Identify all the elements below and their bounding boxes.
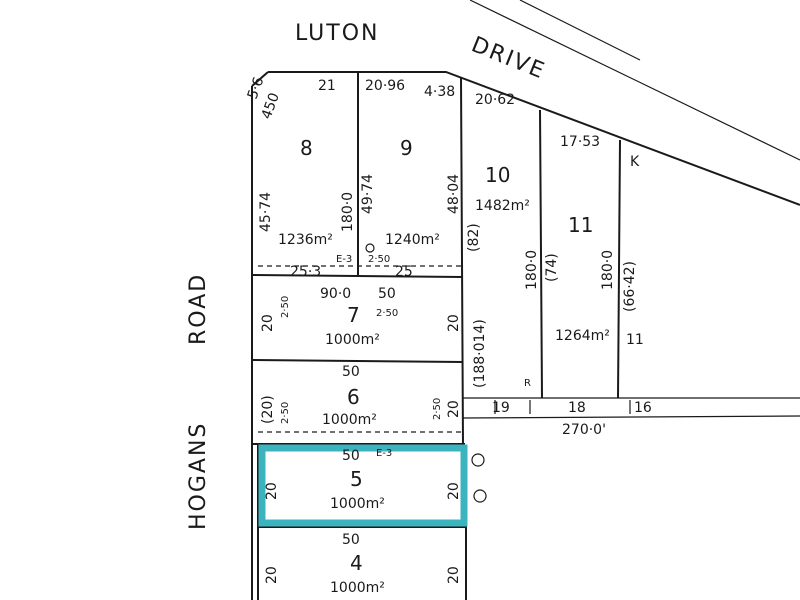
- dim-label: (20): [260, 395, 276, 424]
- dim-label: (82): [466, 223, 482, 252]
- dim-label: 25·3: [290, 264, 321, 280]
- dim-label: 2·50: [280, 296, 291, 318]
- dim-label: (188·014): [472, 319, 488, 388]
- dim-label: 90·0: [320, 286, 351, 302]
- dim-label: 20: [446, 314, 462, 332]
- dim-label: 20: [260, 314, 276, 332]
- drive-label: DRIVE: [468, 32, 549, 84]
- dim-label: (74): [544, 253, 560, 282]
- lots-10-11-rear-line-2: [462, 415, 800, 419]
- dim-label: 20·62: [475, 92, 515, 108]
- dim-label: 180·0: [600, 250, 616, 290]
- dim-label: 180·0: [524, 250, 540, 290]
- dim-label: 50: [342, 448, 360, 464]
- lot-6-area: 1000m²: [322, 412, 377, 428]
- boundary-lines: [251, 0, 800, 600]
- dim-label: 5·6: [245, 75, 268, 101]
- dim-label: 21: [318, 78, 336, 94]
- lot-8-area: 1236m²: [278, 232, 333, 248]
- lot-8-number: 8: [300, 136, 313, 160]
- dim-label: 25: [395, 264, 413, 280]
- dim-label: E-3: [336, 254, 352, 265]
- dim-label: 50: [342, 532, 360, 548]
- dim-label: 270·0': [562, 422, 606, 438]
- corner-truncation: [251, 71, 269, 87]
- dim-label: 180·0: [340, 192, 356, 232]
- dim-label: 20·96: [365, 78, 405, 94]
- luton-label: LUTON: [295, 21, 379, 46]
- lot-6-number: 6: [347, 385, 360, 409]
- road-label: ROAD: [186, 273, 211, 345]
- survey-mark: [471, 453, 485, 467]
- dim-label: 45·74: [258, 192, 274, 232]
- dim-label: 11: [626, 332, 644, 348]
- luton-drive-frontage: [268, 71, 800, 206]
- dim-label: 2·50: [432, 398, 443, 420]
- dim-label: 450: [259, 91, 283, 122]
- lot7-lot6-divider: [251, 359, 464, 363]
- dim-label: 17·53: [560, 134, 600, 150]
- dim-label: 20: [264, 566, 280, 584]
- dim-label: 49·74: [360, 174, 376, 214]
- lot-9-area: 1240m²: [385, 232, 440, 248]
- dim-label: 2·50: [376, 308, 398, 319]
- dim-label: 50: [378, 286, 396, 302]
- hogans-label: HOGANS: [186, 422, 211, 530]
- dim-label: 18: [568, 400, 586, 416]
- lot-5-highlight[interactable]: [258, 444, 468, 527]
- dim-label: 16: [634, 400, 652, 416]
- lot-11-number: 11: [568, 213, 593, 237]
- dim-label: K: [630, 154, 640, 170]
- dim-label: 20: [446, 482, 462, 500]
- dim-label: 20: [446, 566, 462, 584]
- luton-drive-corner-line: [469, 0, 800, 161]
- lot-10-number: 10: [485, 163, 510, 187]
- dim-label: R: [524, 378, 531, 389]
- lot-7-number: 7: [347, 303, 360, 327]
- lot-5-area: 1000m²: [330, 496, 385, 512]
- dim-label: 50: [342, 364, 360, 380]
- dim-label: 20: [446, 400, 462, 418]
- dim-label: E-3: [376, 448, 392, 459]
- lot-4-number: 4: [350, 551, 363, 575]
- lot-7-area: 1000m²: [325, 332, 380, 348]
- lots-8-9-rear-line: [251, 274, 464, 278]
- dim-label: 2·50: [280, 402, 291, 424]
- lot9-lot10-divider: [460, 77, 464, 446]
- lot10-lot11-divider: [539, 109, 543, 399]
- lot-10-area: 1482m²: [475, 198, 530, 214]
- dim-label: 20: [264, 482, 280, 500]
- lot11-east-divider: [617, 139, 621, 399]
- survey-mark: [365, 243, 375, 253]
- lot-11-area: 1264m²: [555, 328, 610, 344]
- lot-9-number: 9: [400, 136, 413, 160]
- dim-label: (66·42): [622, 261, 638, 312]
- dim-label: 4·38: [424, 84, 455, 100]
- dim-label: 48·04: [446, 174, 462, 214]
- luton-drive-far-line: [519, 0, 641, 61]
- lot-4-area: 1000m²: [330, 580, 385, 596]
- lot-5-number: 5: [350, 467, 363, 491]
- dim-label: 2·50: [368, 254, 390, 265]
- dim-label: 19: [492, 400, 510, 416]
- survey-mark: [473, 489, 487, 503]
